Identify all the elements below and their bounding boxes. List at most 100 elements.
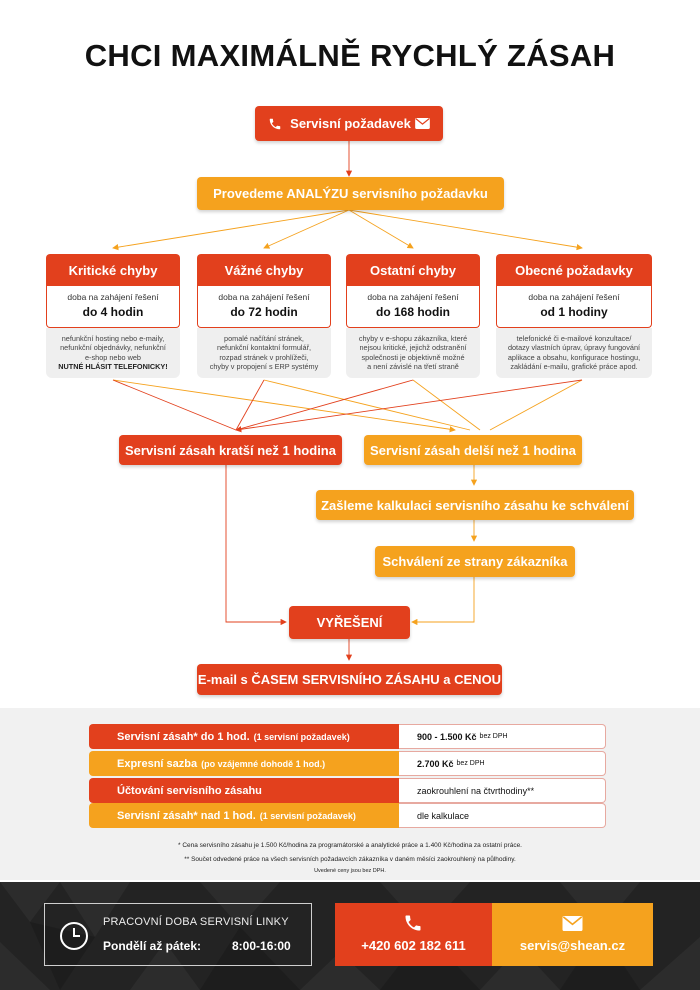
- price-label-text: Servisní zásah* nad 1 hod.: [117, 809, 256, 822]
- price-value: zaokrouhlení na čtvrthodiny**: [399, 778, 606, 803]
- price-value-text: zaokrouhlení na čtvrthodiny**: [417, 785, 535, 796]
- phone-icon: [269, 118, 281, 129]
- category-card-serious: Vážné chyby doba na zahájení řešení do 7…: [197, 254, 331, 378]
- phone-icon: [405, 915, 421, 931]
- approval-label: Schválení ze strany zákazníka: [382, 554, 568, 569]
- desc-line: a není závislé na třetí straně: [367, 362, 459, 372]
- category-time-value: od 1 hodiny: [540, 305, 608, 319]
- price-value-text: dle kalkulace: [417, 810, 470, 821]
- approval-box: Schválení ze strany zákazníka: [375, 546, 575, 577]
- category-time-label: doba na zahájení řešení: [67, 292, 159, 302]
- page-title: CHCI MAXIMÁLNĚ RYCHLÝ ZÁSAH: [84, 38, 616, 73]
- price-label-note: (po vzájemné dohodě 1 hod.): [201, 758, 326, 769]
- email-address: servis@shean.cz: [519, 938, 626, 953]
- price-value-text: 2.700 Kč: [417, 758, 454, 769]
- category-time-label: doba na zahájení řešení: [367, 292, 459, 302]
- phone-contact[interactable]: +420 602 182 611: [335, 903, 492, 966]
- price-label-text: Expresní sazba: [117, 757, 198, 770]
- category-title: Vážné chyby: [197, 254, 331, 286]
- category-time-box: doba na zahájení řešení do 72 hodin: [197, 286, 331, 328]
- working-days: Pondělí až pátek:: [103, 939, 202, 953]
- category-time-value: do 4 hodin: [82, 305, 144, 319]
- category-title: Kritické chyby: [46, 254, 180, 286]
- category-title: Ostatní chyby: [346, 254, 480, 286]
- category-time-value: do 72 hodin: [230, 305, 298, 319]
- working-hours-title: PRACOVNÍ DOBA SERVISNÍ LINKY: [103, 916, 289, 928]
- short-intervention-label: Servisní zásah kratší než 1 hodina: [125, 442, 336, 458]
- category-time-box: doba na zahájení řešení do 4 hodin: [46, 286, 180, 328]
- price-label-text: Účtování servisního zásahu: [117, 784, 262, 797]
- desc-line: aplikace a obsahu, konfigurace hostingu,: [507, 352, 641, 362]
- mail-icon: [562, 916, 583, 931]
- category-time-value: do 168 hodin: [375, 305, 450, 319]
- price-label: Servisní zásah* do 1 hod.(1 servisní pož…: [89, 724, 399, 749]
- desc-warning: NUTNÉ HLÁSIT TELEFONICKY!: [58, 362, 168, 372]
- analysis-box: Provedeme ANALÝZU servisního požadavku: [197, 177, 504, 210]
- category-description: telefonické či e-mailové konzultace/ dot…: [496, 328, 652, 378]
- footnote: * Cena servisního zásahu je 1.500 Kč/hod…: [178, 842, 522, 849]
- desc-line: rozpad stránek v prohlížeči,: [219, 352, 309, 362]
- long-intervention-label: Servisní zásah delší než 1 hodina: [370, 442, 576, 458]
- email-result-label: E-mail s ČASEM SERVISNÍHO ZÁSAHU a CENOU: [197, 672, 502, 687]
- category-time-box: doba na zahájení řešení od 1 hodiny: [496, 286, 652, 328]
- price-value-text: 900 - 1.500 Kč: [417, 731, 477, 742]
- footer-pattern: [0, 882, 700, 990]
- resolution-box: VYŘEŠENÍ: [289, 606, 410, 639]
- desc-line: e-shop nebo web: [85, 352, 141, 362]
- price-label: Účtování servisního zásahu: [89, 778, 399, 803]
- price-value: dle kalkulace: [399, 803, 606, 828]
- price-label: Servisní zásah* nad 1 hod.(1 servisní po…: [89, 803, 399, 828]
- category-time-label: doba na zahájení řešení: [218, 292, 310, 302]
- working-time: 8:00-16:00: [232, 939, 291, 953]
- phone-number: +420 602 182 611: [361, 938, 466, 953]
- price-label-note: (1 servisní požadavek): [253, 731, 350, 742]
- price-value-note: bez DPH: [479, 733, 508, 740]
- calculation-box: Zašleme kalkulaci servisního zásahu ke s…: [316, 490, 634, 520]
- category-description: chyby v e-shopu zákazníka, které nejsou …: [346, 328, 480, 378]
- category-card-other: Ostatní chyby doba na zahájení řešení do…: [346, 254, 480, 378]
- footnote: ** Součet odvedené práce na všech servis…: [184, 856, 516, 863]
- price-label: Expresní sazba(po vzájemné dohodě 1 hod.…: [89, 751, 399, 776]
- category-card-general: Obecné požadavky doba na zahájení řešení…: [496, 254, 652, 378]
- category-description: pomalé načítání stránek, nefunkční konta…: [197, 328, 331, 378]
- category-card-critical: Kritické chyby doba na zahájení řešení d…: [46, 254, 180, 378]
- long-intervention-box: Servisní zásah delší než 1 hodina: [364, 435, 582, 465]
- desc-line: společnosti je objektivně možné: [361, 352, 465, 362]
- desc-line: nejsou kritické, jejichž odstranění: [359, 343, 467, 353]
- working-hours-box: PRACOVNÍ DOBA SERVISNÍ LINKY Pondělí až …: [44, 903, 312, 966]
- desc-line: nefunkční hosting nebo e-maily,: [61, 334, 165, 343]
- service-request-box: Servisní požadavek: [255, 106, 443, 141]
- price-row: Servisní zásah* do 1 hod.(1 servisní pož…: [89, 724, 606, 749]
- desc-line: pomalé načítání stránek,: [224, 334, 304, 343]
- desc-line: dotazy vlastních úprav, úpravy fungování: [507, 343, 641, 353]
- category-time-box: doba na zahájení řešení do 168 hodin: [346, 286, 480, 328]
- price-value-note: bez DPH: [456, 760, 485, 767]
- desc-line: nefunkční kontaktní formulář,: [216, 343, 312, 353]
- mail-icon: [414, 118, 430, 129]
- desc-line: chyby v propojení s ERP systémy: [209, 362, 319, 372]
- price-row: Servisní zásah* nad 1 hod.(1 servisní po…: [89, 803, 606, 828]
- service-request-label: Servisní požadavek: [290, 116, 411, 131]
- category-title: Obecné požadavky: [496, 254, 652, 286]
- email-contact[interactable]: servis@shean.cz: [492, 903, 653, 966]
- analysis-label: Provedeme ANALÝZU servisního požadavku: [213, 186, 488, 201]
- price-label-text: Servisní zásah* do 1 hod.: [117, 730, 250, 743]
- price-row: Účtování servisního zásahu zaokrouhlení …: [89, 778, 606, 803]
- short-intervention-box: Servisní zásah kratší než 1 hodina: [119, 435, 342, 465]
- footnote: Uvedené ceny jsou bez DPH.: [314, 868, 386, 874]
- calculation-label: Zašleme kalkulaci servisního zásahu ke s…: [321, 497, 629, 513]
- email-result-box: E-mail s ČASEM SERVISNÍHO ZÁSAHU a CENOU: [197, 664, 502, 695]
- desc-line: nefunkční objednávky, nefunkční: [60, 343, 166, 353]
- category-description: nefunkční hosting nebo e-maily, nefunkčn…: [46, 328, 180, 378]
- price-label-note: (1 servisní požadavek): [259, 810, 356, 821]
- category-time-label: doba na zahájení řešení: [528, 292, 620, 302]
- flow-connectors: [112, 141, 583, 661]
- desc-line: zakládání e-mailu, grafické práce apod.: [510, 362, 638, 372]
- price-row: Expresní sazba(po vzájemné dohodě 1 hod.…: [89, 751, 606, 776]
- resolution-label: VYŘEŠENÍ: [316, 615, 383, 630]
- desc-line: telefonické či e-mailové konzultace/: [516, 334, 632, 343]
- clock-icon: [60, 922, 88, 950]
- desc-line: chyby v e-shopu zákazníka, které: [358, 334, 468, 343]
